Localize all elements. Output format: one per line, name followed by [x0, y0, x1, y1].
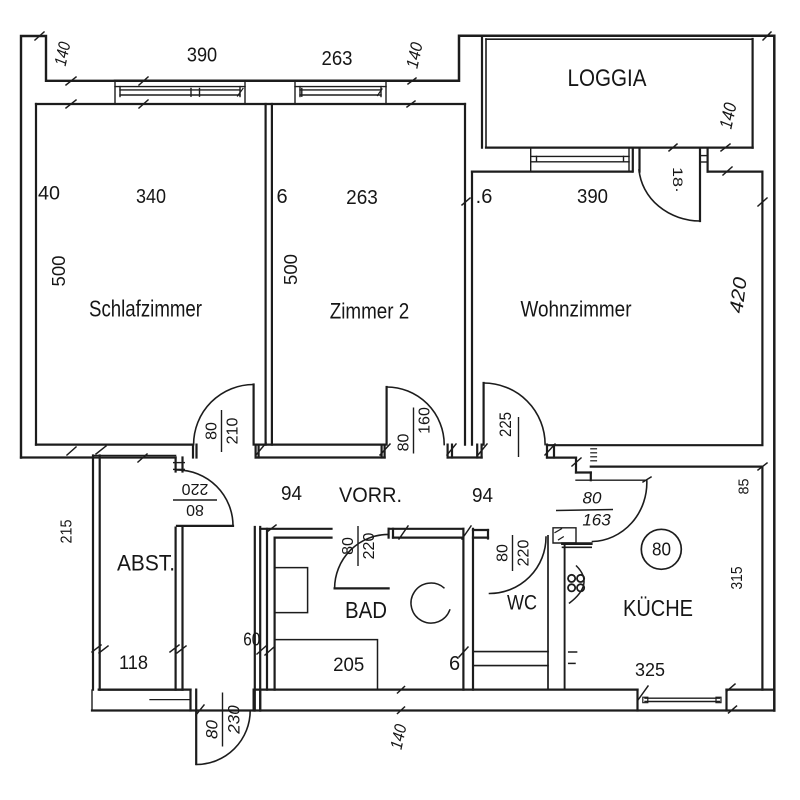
svg-text:60: 60 [243, 629, 260, 650]
svg-text:205: 205 [333, 655, 364, 676]
svg-text:.6: .6 [476, 186, 493, 208]
svg-text:80: 80 [186, 501, 204, 518]
svg-text:225: 225 [497, 412, 515, 437]
svg-text:140: 140 [51, 40, 75, 68]
svg-text:Wohnzimmer: Wohnzimmer [521, 297, 632, 322]
svg-text:VORR.: VORR. [339, 484, 402, 507]
svg-text:ABST.: ABST. [117, 551, 175, 576]
svg-text:KÜCHE: KÜCHE [623, 595, 693, 621]
svg-text:215: 215 [59, 519, 76, 543]
svg-text:160: 160 [417, 407, 434, 434]
svg-text:315: 315 [729, 567, 746, 590]
svg-text:80: 80 [583, 489, 602, 508]
svg-text:WC: WC [507, 592, 537, 615]
svg-text:18·: 18· [670, 167, 685, 193]
svg-text:6: 6 [276, 186, 287, 208]
svg-text:85: 85 [737, 479, 753, 495]
svg-text:80: 80 [203, 720, 222, 739]
svg-text:230: 230 [225, 705, 244, 735]
svg-text:BAD: BAD [345, 597, 387, 623]
svg-text:210: 210 [225, 418, 242, 445]
svg-text:163: 163 [582, 511, 611, 530]
svg-text:140: 140 [387, 722, 411, 751]
svg-text:500: 500 [49, 256, 69, 287]
svg-text:80: 80 [340, 537, 357, 555]
svg-text:340: 340 [136, 186, 166, 208]
svg-text:325: 325 [635, 659, 665, 680]
svg-text:LOGGIA: LOGGIA [568, 65, 647, 92]
svg-text:220: 220 [361, 533, 378, 560]
svg-text:220: 220 [516, 540, 533, 567]
svg-text:220: 220 [182, 480, 209, 497]
svg-text:6: 6 [449, 653, 460, 675]
svg-text:118: 118 [119, 653, 148, 674]
svg-text:80: 80 [495, 544, 512, 562]
svg-text:263: 263 [346, 187, 378, 209]
svg-text:94: 94 [472, 485, 493, 507]
svg-text:420: 420 [726, 276, 751, 315]
svg-text:390: 390 [187, 45, 217, 67]
svg-text:263: 263 [322, 48, 353, 70]
svg-text:94: 94 [281, 483, 302, 505]
svg-text:390: 390 [577, 186, 608, 208]
svg-text:500: 500 [281, 254, 301, 285]
svg-text:Zimmer 2: Zimmer 2 [330, 299, 410, 324]
svg-text:80: 80 [204, 422, 221, 440]
svg-text:40: 40 [38, 183, 60, 205]
svg-text:80: 80 [652, 540, 671, 560]
svg-text:Schlafzimmer: Schlafzimmer [89, 296, 202, 322]
svg-text:80: 80 [396, 434, 413, 452]
